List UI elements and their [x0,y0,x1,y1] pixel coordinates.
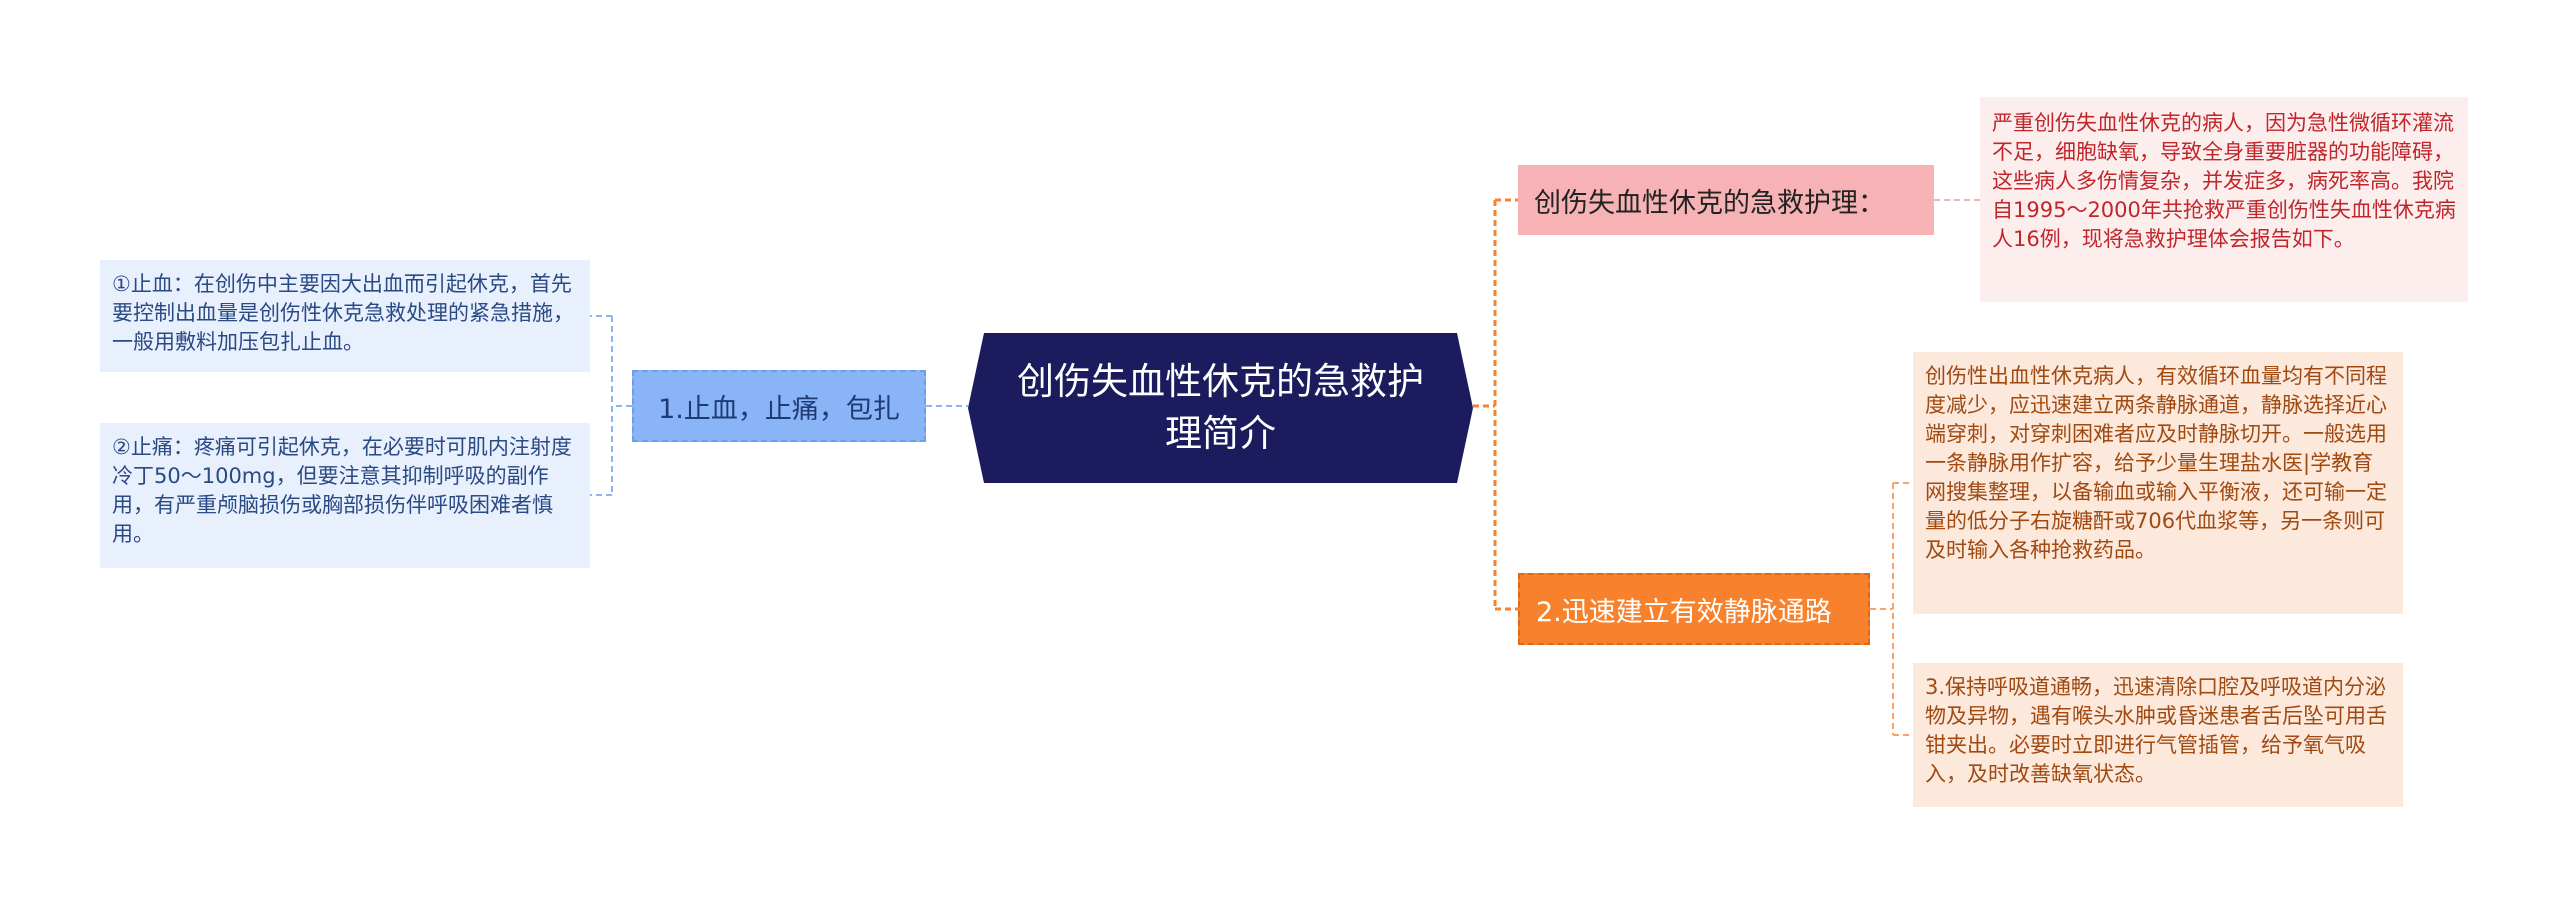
leaf-analgesia[interactable]: ②止痛：疼痛可引起休克，在必要时可肌内注射度冷丁50～100mg，但要注意其抑制… [100,423,590,568]
central-topic[interactable]: 创伤失血性休克的急救护理简介 [968,333,1473,483]
leaf-venous-access[interactable]: 创伤性出血性休克病人，有效循环血量均有不同程度减少，应迅速建立两条静脉通道，静脉… [1913,352,2403,614]
central-topic-title: 创伤失血性休克的急救护理简介 [1017,360,1424,455]
branch-hemostasis[interactable]: 1.止血，止痛，包扎 [632,370,926,442]
leaf-hemostasis[interactable]: ①止血：在创伤中主要因大出血而引起休克，首先要控制出血量是创伤性休克急救处理的紧… [100,260,590,372]
leaf-analgesia-text: ②止痛：疼痛可引起休克，在必要时可肌内注射度冷丁50～100mg，但要注意其抑制… [112,435,572,546]
branch-emergency-care-label: 创伤失血性休克的急救护理： [1534,187,1885,219]
branch-hemostasis-label: 1.止血，止痛，包扎 [658,393,900,425]
leaf-emergency-care-intro-text: 严重创伤失血性休克的病人，因为急性微循环灌流不足，细胞缺氧，导致全身重要脏器的功… [1992,111,2456,251]
leaf-venous-access-text: 创伤性出血性休克病人，有效循环血量均有不同程度减少，应迅速建立两条静脉通道，静脉… [1925,364,2387,562]
leaf-airway-text: 3.保持呼吸道通畅，迅速清除口腔及呼吸道内分泌物及异物，遇有喉头水肿或昏迷患者舌… [1925,675,2387,786]
branch-venous-access-label: 2.迅速建立有效静脉通路 [1536,596,1832,628]
leaf-airway[interactable]: 3.保持呼吸道通畅，迅速清除口腔及呼吸道内分泌物及异物，遇有喉头水肿或昏迷患者舌… [1913,663,2403,807]
leaf-emergency-care-intro[interactable]: 严重创伤失血性休克的病人，因为急性微循环灌流不足，细胞缺氧，导致全身重要脏器的功… [1980,97,2468,302]
branch-venous-access[interactable]: 2.迅速建立有效静脉通路 [1518,573,1870,645]
leaf-hemostasis-text: ①止血：在创伤中主要因大出血而引起休克，首先要控制出血量是创伤性休克急救处理的紧… [112,272,574,354]
branch-emergency-care[interactable]: 创伤失血性休克的急救护理： [1518,165,1934,235]
